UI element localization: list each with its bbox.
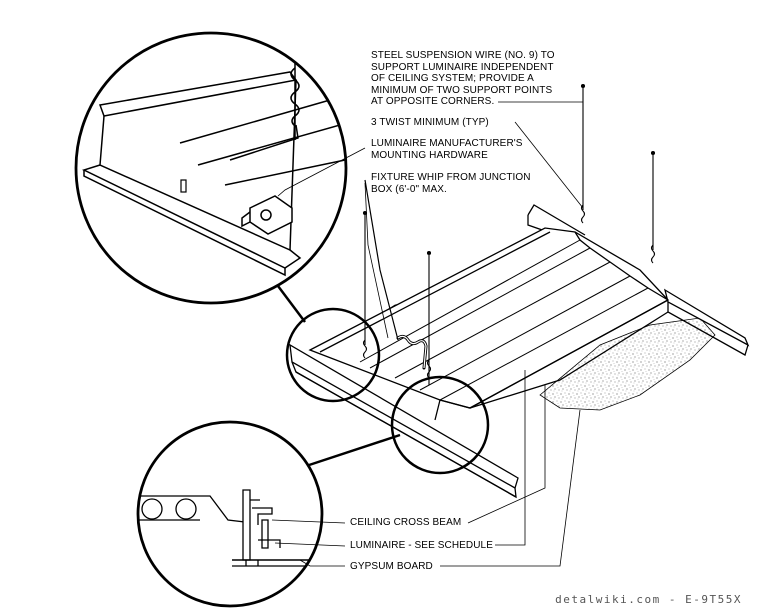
note-line: OF CEILING SYSTEM; PROVIDE A xyxy=(371,73,534,84)
detail-circle-section xyxy=(136,420,324,608)
note-gypsum-board: GYPSUM BOARD xyxy=(350,561,433,572)
note-twist-minimum: 3 TWIST MINIMUM (TYP) xyxy=(371,117,489,128)
note-line: BOX (6'-0" MAX. xyxy=(371,183,447,195)
note-line: LUMINAIRE MANUFACTURER'S xyxy=(371,138,523,149)
note-suspension-wire: STEEL SUSPENSION WIRE (NO. 9) TO SUPPORT… xyxy=(371,50,555,108)
note-fixture-whip: FIXTURE WHIP FROM JUNCTION BOX (6'-0" MA… xyxy=(371,172,531,195)
note-line: FIXTURE WHIP FROM JUNCTION xyxy=(371,172,531,183)
ceiling-grid-tee xyxy=(289,204,750,499)
detail-circle-mounting xyxy=(74,31,348,305)
watermark: detalwiki.com - E-9T55X xyxy=(555,593,742,606)
note-ceiling-cross-beam: CEILING CROSS BEAM xyxy=(350,517,462,528)
fixture-whip xyxy=(364,179,428,370)
note-line: STEEL SUSPENSION WIRE (NO. 9) TO xyxy=(371,50,555,61)
note-mounting-hardware: LUMINAIRE MANUFACTURER'S MOUNTING HARDWA… xyxy=(371,138,523,161)
luminaire-body xyxy=(308,227,670,421)
leader-lines xyxy=(271,101,584,567)
note-luminaire: LUMINAIRE - SEE SCHEDULE xyxy=(350,540,493,551)
note-line: SUPPORT LUMINAIRE INDEPENDENT xyxy=(371,61,554,73)
note-line: MOUNTING HARDWARE xyxy=(371,149,488,161)
note-line: MINIMUM OF TWO SUPPORT POINTS xyxy=(371,84,553,96)
note-line: AT OPPOSITE CORNERS. xyxy=(371,96,495,107)
